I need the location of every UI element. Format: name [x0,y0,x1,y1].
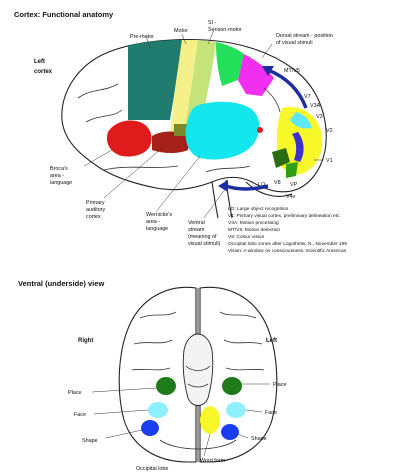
note-line: MT/V5: Motion detection [228,227,280,233]
gyrus-left-2 [134,340,172,344]
ventral-arrowhead [218,180,228,192]
label-ventral-4: visual stimuli) [188,241,221,247]
note-line: V3A: Motion processing [228,220,279,226]
note-line: Vision: A window on consciousness. Scien… [228,248,347,254]
label-v4v: V4v [286,194,296,200]
label-shape-left: Shape [251,436,267,442]
leader-broca [84,150,112,166]
label-wernicke-3: language [146,226,168,232]
gyrus-left-3 [132,368,170,370]
label-wernicke-2: area - [146,219,160,225]
broca-area [107,120,152,156]
note-line: Occipital lobe zones after Logothetis, N… [228,241,347,247]
label-broca-3: language [50,180,72,186]
gyrus-right-2 [224,340,262,344]
label-v8: V8 [274,180,281,186]
label-v2: V2 [326,128,333,134]
label-lo: LO [258,182,265,188]
note-line: V8: Colour vision [228,234,265,240]
label-dorsal-1: Dorsal stream - position [276,33,333,39]
label-shape-right: Shape [82,438,98,444]
leader-face-left [246,410,262,412]
gyrus-line-5 [264,88,280,112]
gyrus-line-4 [206,166,250,172]
gyrus-left-1 [140,312,176,318]
label-place-left: Place [273,382,287,388]
leader-wernicke [156,156,200,212]
leader-shape-right [106,430,142,438]
ventral-title: Ventral (underside) view [18,279,104,288]
label-dorsal-2: of visual stimuli [276,40,313,46]
leader-ventral [204,188,226,218]
label-auditory-2: auditory [86,207,105,213]
shape-area-left [221,424,239,440]
label-ventral-1: Ventral [188,220,205,226]
small-red-spot [257,127,263,133]
ventral-brain [92,287,277,462]
side-label-cortex: cortex [34,69,53,75]
wernicke-area [186,102,260,160]
label-face-left: Face [265,410,277,416]
label-wernicke-1: Wernicke's [146,212,172,218]
label-ventral-3: (meaning of [188,234,217,240]
lateral-brain [62,30,326,218]
side-label-left: Left [34,59,45,65]
label-v3: V3 [316,114,323,120]
top-title: Cortex: Functional anatomy [14,10,114,19]
brainstem [183,334,213,406]
label-auditory-3: cortex [86,214,101,220]
label-somato-1: SI - [208,20,217,26]
label-v1: V1 [326,158,333,164]
leader-shape-left [238,434,248,438]
label-v7: V7 [304,94,311,100]
label-vp: VP [290,182,298,188]
place-area-left [222,377,242,395]
label-mtv5: MT/V5 [284,68,300,74]
label-auditory-1: Primary [86,200,105,206]
label-v3a: V3A [310,103,321,109]
dorsal-stream-arrow [268,70,306,108]
label-somato-2: Sensori-motor [208,27,242,33]
label-ventral-2: stream [188,227,205,233]
leader-face-right [94,410,148,414]
label-place-right: Place [68,390,82,396]
label-motor: Motor [174,28,188,34]
word-form-area [200,406,220,434]
gyrus-line-3 [104,166,178,170]
label-face-right: Face [74,412,86,418]
note-line: V1: Primary visual cortex, preliminary d… [228,213,341,219]
gyrus-line-2 [86,110,122,122]
label-word-form: Word form [200,458,226,464]
label-occipital-lobe: Occipital lobe [136,466,168,472]
label-broca-1: Broca's [50,166,68,172]
leader-place-right [92,388,156,392]
parietal-pink-area [238,54,274,96]
face-area-right [148,402,168,418]
ventral-right-label: Right [78,338,93,344]
gyrus-right-1 [220,312,256,318]
notes-block: LO: Large object recognition V1: Primary… [228,206,347,254]
label-premotor: Pre-motor [130,34,154,40]
face-area-left [226,402,246,418]
gyrus-line-1 [78,84,118,98]
place-area-right [156,377,176,395]
label-broca-2: area - [50,173,64,179]
shape-area-right [141,420,159,436]
occipital-green-zone [286,162,298,178]
gyrus-right-3 [226,368,264,370]
note-line: LO: Large object recognition [228,206,289,212]
leader-word-form [204,434,210,456]
